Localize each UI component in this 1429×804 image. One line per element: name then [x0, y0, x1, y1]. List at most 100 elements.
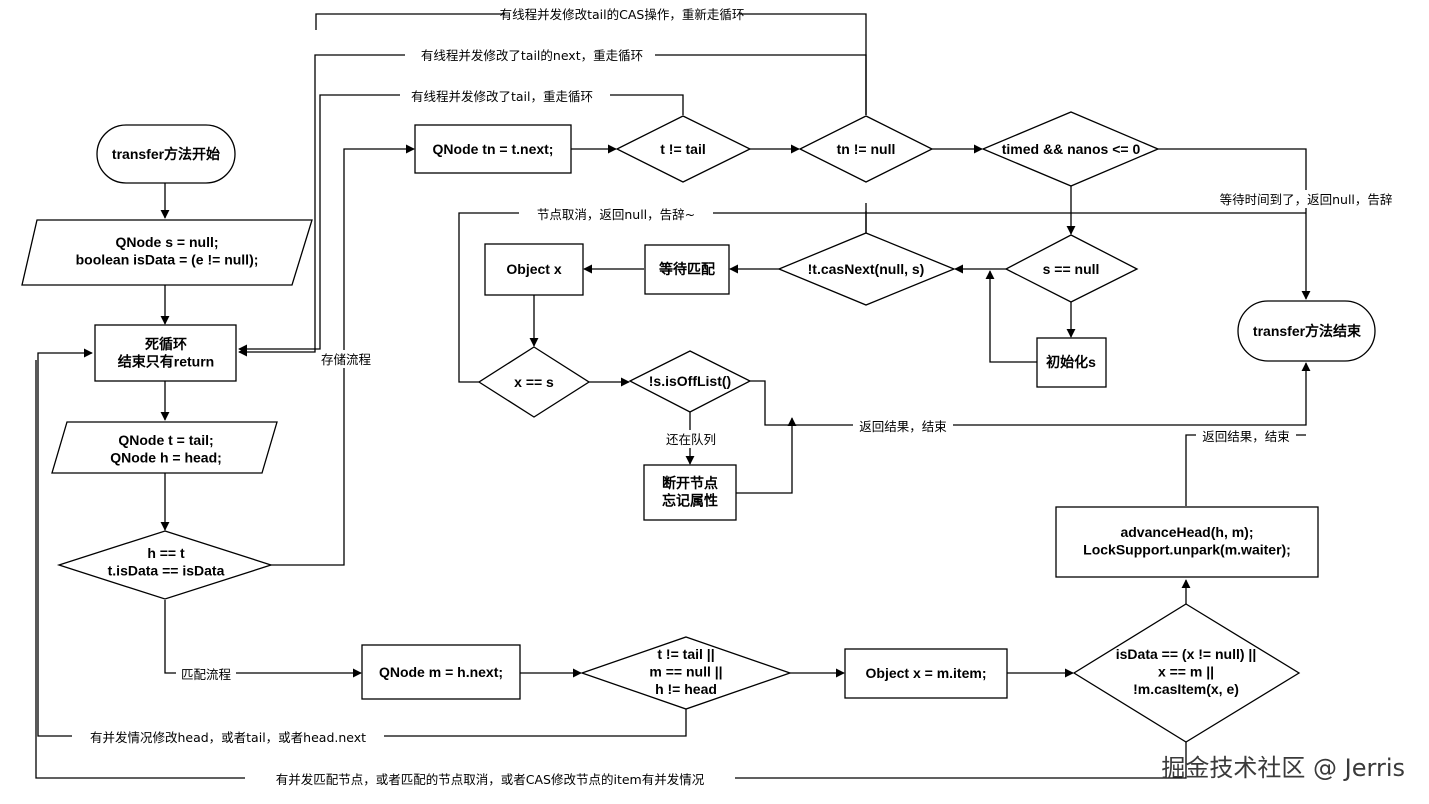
edge-head-retry [37, 348, 687, 737]
node-wait-match-shape [644, 244, 730, 295]
node-obj-item-shape [844, 648, 1008, 699]
node-advance: advanceHead(h, m); LockSupport.unpark(m.w… [1083, 524, 1291, 558]
edge-retry-tail [238, 94, 684, 354]
label-head-retry: 有并发情况修改head，或者tail，或者head.next [90, 730, 366, 745]
node-line: 忘记属性 [662, 493, 718, 509]
node-line: !m.casItem(x, e) [1133, 681, 1239, 697]
node-line: 断开节点 [662, 475, 718, 491]
node-tn-next: QNode tn = t.next; [433, 141, 554, 157]
node-line: QNode t = tail; [118, 432, 213, 448]
node-cond-tn-shape [798, 115, 934, 183]
node-line: !s.isOffList() [649, 373, 731, 389]
node-line: 结束只有return [118, 354, 214, 370]
edge-labels: 有线程并发修改tail的CAS操作，重新走循环 有线程并发修改了tail的nex… [72, 5, 1405, 788]
node-line: 等待匹配 [659, 261, 715, 277]
label-cas-tail-retry: 有线程并发修改tail的CAS操作，重新走循环 [500, 7, 745, 22]
label-tail-next-retry: 有线程并发修改了tail的next，重走循环 [421, 48, 643, 63]
label-node-cancel: 节点取消，返回null，告辞~ [537, 207, 695, 222]
edge-return-2 [1185, 434, 1306, 506]
node-line: s == null [1043, 261, 1100, 277]
label-item-retry: 有并发匹配节点，或者匹配的节点取消，或者CAS修改节点的item有并发情况 [276, 772, 705, 787]
label-return-result-2: 返回结果，结束 [1202, 429, 1290, 444]
node-cond-item-shape [1072, 603, 1301, 743]
node-init-s-shape [1036, 337, 1107, 388]
node-read-th-shape [51, 421, 278, 474]
node-init-vars: QNode s = null; boolean isData = (e != nu… [76, 234, 259, 268]
node-line: tn != null [837, 141, 896, 157]
node-cond-s: s == null [1043, 261, 1100, 277]
node-init-vars-shape [21, 219, 313, 286]
node-line: !t.casNext(null, s) [808, 261, 925, 277]
node-line: t.isData == isData [108, 563, 225, 579]
node-line: QNode h = head; [110, 450, 222, 466]
node-tn-next-shape [414, 124, 572, 174]
node-line: QNode tn = t.next; [433, 141, 554, 157]
node-cond-m-shape [580, 636, 792, 710]
node-line: transfer方法开始 [112, 146, 220, 162]
node-cas-next: !t.casNext(null, s) [808, 261, 925, 277]
node-cond-xs: x == s [514, 374, 554, 390]
label-still-queue: 还在队列 [666, 432, 716, 447]
node-cond-item: isData == (x != null) ||x == m ||!m.casI… [1116, 646, 1257, 697]
node-line: 初始化s [1046, 354, 1096, 370]
node-cond-xs-shape [477, 346, 591, 418]
node-line: LockSupport.unpark(m.waiter); [1083, 542, 1291, 558]
node-m-next: QNode m = h.next; [379, 664, 503, 680]
node-line: x == s [514, 374, 554, 390]
node-obj-x-shape [484, 243, 584, 296]
node-line: QNode s = null; [115, 234, 218, 250]
node-wait-match: 等待匹配 [659, 261, 715, 277]
node-cond-ht-shape [56, 530, 274, 600]
node-cond-offlist: !s.isOffList() [649, 373, 731, 389]
node-loop: 死循环结束只有return [118, 336, 214, 370]
node-cond-tn: tn != null [837, 141, 896, 157]
node-unlink-shape [643, 464, 737, 521]
node-line: t != tail || [657, 646, 714, 662]
node-cond-s-shape [1004, 234, 1139, 303]
node-line: m == null || [649, 664, 722, 680]
node-cond-tail: t != tail [660, 141, 706, 157]
node-cond-timed-shape [981, 111, 1160, 187]
label-tail-retry: 有线程并发修改了tail，重走循环 [411, 89, 593, 104]
edge-unlink-join [736, 417, 797, 494]
node-line: boolean isData = (e != null); [76, 252, 259, 268]
node-cond-ht: h == t t.isData == isData [108, 545, 225, 579]
nodes: transfer方法开始 QNode s = null; boolean isDa… [21, 111, 1376, 743]
node-line: h != head [655, 681, 717, 697]
node-advance-shape [1055, 506, 1319, 578]
label-store-flow: 存储流程 [321, 352, 372, 367]
node-read-th: QNode t = tail; QNode h = head; [110, 432, 222, 466]
node-line: isData == (x != null) || [1116, 646, 1257, 662]
node-cond-m: t != tail || m == null ||h != head [649, 646, 722, 697]
node-cas-next-shape [777, 232, 956, 306]
node-start: transfer方法开始 [112, 146, 220, 162]
edge-return-1 [750, 362, 1311, 426]
edge-match-flow [164, 600, 362, 678]
edge-timeout [1158, 148, 1311, 300]
node-obj-item: Object x = m.item; [866, 665, 987, 681]
label-match-flow: 匹配流程 [181, 667, 232, 682]
node-cond-timed: timed && nanos <= 0 [1002, 141, 1141, 157]
node-line: Object x = m.item; [866, 665, 987, 681]
node-line: QNode m = h.next; [379, 664, 503, 680]
node-cond-tail-shape [615, 115, 752, 183]
node-line: Object x [506, 261, 561, 277]
node-end: transfer方法结束 [1253, 323, 1362, 339]
node-obj-x: Object x [506, 261, 561, 277]
node-line: t != tail [660, 141, 706, 157]
node-cond-offlist-shape [628, 350, 752, 413]
label-timeout: 等待时间到了，返回null，告辞 [1220, 192, 1393, 207]
label-return-result-1: 返回结果，结束 [859, 419, 947, 434]
node-init-s: 初始化s [1046, 354, 1096, 370]
node-start-shape [96, 124, 236, 184]
node-unlink: 断开节点忘记属性 [662, 475, 718, 509]
node-line: h == t [147, 545, 185, 561]
node-m-next-shape [361, 644, 521, 700]
node-line: 死循环 [144, 336, 187, 352]
node-loop-shape [94, 324, 237, 382]
node-line: transfer方法结束 [1253, 323, 1362, 339]
edge-init-back [985, 270, 1037, 363]
node-line: advanceHead(h, m); [1120, 524, 1253, 540]
node-line: timed && nanos <= 0 [1002, 141, 1141, 157]
